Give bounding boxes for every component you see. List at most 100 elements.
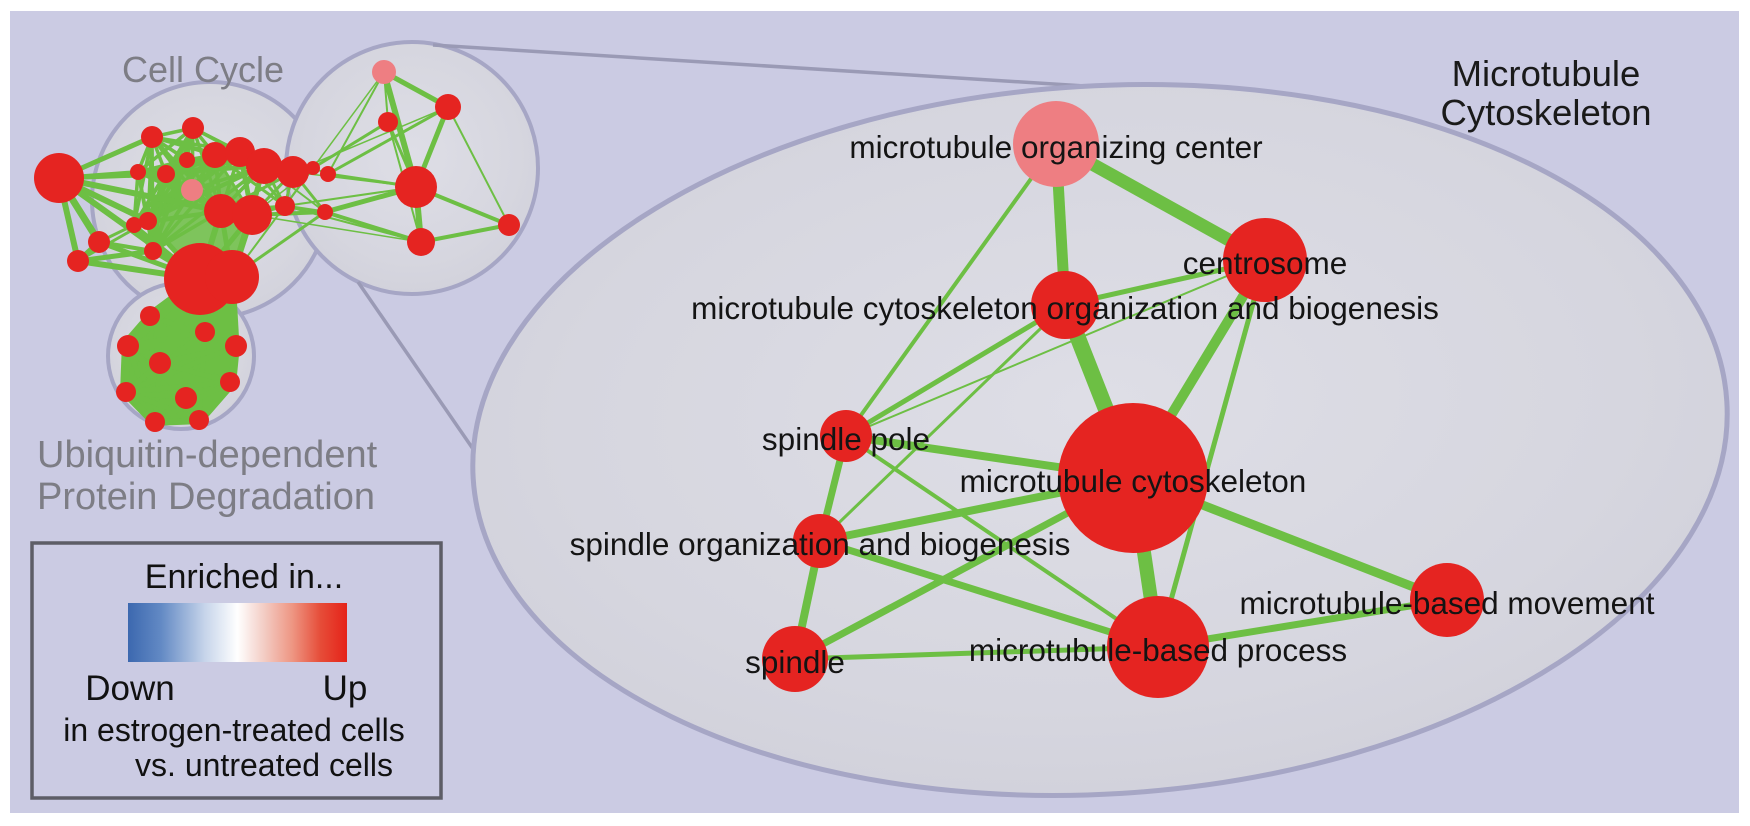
overview-node-32	[225, 335, 247, 357]
overview-node-23	[372, 60, 396, 84]
legend-title: Enriched in...	[145, 558, 343, 596]
detail-node-mco	[1031, 271, 1099, 339]
overview-node-12	[126, 217, 142, 233]
microtubule-cytoskeleton-title-line1: Microtubule	[1452, 53, 1641, 94]
overview-node-38	[189, 410, 209, 430]
overview-node-20	[306, 161, 320, 175]
legend-gradient-bar	[128, 603, 347, 662]
overview-node-26	[395, 166, 437, 208]
overview-edge	[292, 106, 449, 173]
detail-node-mc	[1058, 403, 1208, 553]
overview-edge	[159, 360, 231, 385]
detail-node-label-mc: microtubule cytoskeleton	[960, 463, 1307, 499]
overview-node-18	[88, 231, 110, 253]
detail-node-cen	[1223, 218, 1307, 302]
detail-edge-mco-sp	[844, 302, 1067, 439]
detail-node-label-mbp: microtubule-based process	[969, 632, 1347, 668]
legend-up-label: Up	[323, 669, 368, 708]
detail-node-mbp	[1107, 596, 1209, 698]
detail-node-label-cen: centrosome	[1183, 245, 1348, 281]
overview-node-8	[181, 179, 203, 201]
detail-node-sp	[820, 410, 872, 462]
overview-node-29	[140, 306, 160, 326]
legend-caption-line1: in estrogen-treated cells	[63, 712, 405, 748]
legend-box	[30, 541, 443, 800]
overview-edge	[447, 106, 510, 226]
overview-edge	[312, 120, 389, 170]
overview-node-28	[498, 214, 520, 236]
overview-edge	[125, 389, 200, 423]
detail-edge-cen-sp	[845, 259, 1266, 437]
overview-node-37	[145, 412, 165, 432]
overview-node-10	[130, 164, 146, 180]
detail-edge-cen-mbp	[1155, 259, 1268, 648]
detail-edge-mco-sob	[818, 303, 1067, 543]
overview-node-22	[317, 204, 333, 220]
ubiquitin-cluster-title-line1: Ubiquitin-dependent	[37, 434, 378, 476]
overview-node-14	[204, 194, 238, 228]
overview-edge	[251, 214, 422, 243]
overview-edge	[420, 223, 510, 244]
overview-node-19	[179, 152, 195, 168]
overview-edge	[284, 205, 422, 243]
overview-node-24	[435, 94, 461, 120]
microtubule-cytoskeleton-title-line2: Cytoskeleton	[1441, 92, 1652, 133]
overview-node-1	[67, 250, 89, 272]
overview-node-9	[157, 165, 175, 183]
detail-edge-spi-mbp	[794, 644, 1159, 662]
overview-node-34	[116, 382, 136, 402]
overview-node-0	[34, 153, 84, 203]
overview-node-13	[144, 242, 162, 260]
detail-node-labels: microtubule organizing center centrosome m…	[570, 129, 1655, 680]
ubiquitin-cluster-title-line2: Protein Degradation	[37, 476, 375, 518]
detail-nodes	[762, 101, 1484, 698]
detail-node-spi	[762, 626, 828, 692]
overview-edge	[327, 71, 385, 175]
overview-node-27	[407, 228, 435, 256]
detail-edge-moc-sp	[844, 142, 1058, 438]
legend: Enriched in... Down Up in estrogen-treat…	[30, 541, 443, 800]
overview-node-35	[175, 387, 197, 409]
detail-node-sob	[793, 514, 847, 568]
detail-node-moc	[1013, 101, 1099, 187]
detail-node-label-sob: spindle organization and biogenesis	[570, 526, 1071, 562]
detail-node-label-sp: spindle pole	[762, 421, 930, 457]
overview-node-39	[275, 196, 295, 216]
overview-node-2	[141, 126, 163, 148]
overview-edge	[148, 314, 232, 384]
detail-edge-sob-mbp	[818, 537, 1160, 651]
detail-node-label-mco: microtubule cytoskeleton organization an…	[691, 290, 1439, 326]
callout-line-1	[432, 43, 1086, 88]
overview-edge	[77, 248, 154, 264]
overview-edge	[136, 126, 195, 174]
detail-node-label-mbm: microtubule-based movement	[1240, 585, 1655, 621]
detail-node-label-spi: spindle	[745, 644, 845, 680]
overview-edge	[125, 379, 231, 395]
overview-node-4	[202, 142, 228, 168]
overview-node-3	[182, 117, 204, 139]
overview-node-33	[149, 352, 171, 374]
overview-nodes	[34, 60, 520, 432]
overview-node-36	[220, 372, 240, 392]
legend-caption-line2: vs. untreated cells	[135, 747, 393, 783]
detail-node-label-moc: microtubule organizing center	[849, 129, 1262, 165]
detail-node-mbm	[1410, 563, 1484, 637]
overview-edge	[312, 71, 385, 169]
cell-cycle-cluster-title: Cell Cycle	[122, 49, 284, 90]
detail-edge-sp-mbp	[844, 434, 1160, 649]
overview-edge	[284, 186, 417, 207]
overview-node-31	[195, 322, 215, 342]
overview-node-7	[277, 156, 309, 188]
overview-node-17	[205, 250, 259, 304]
callout-line-2	[356, 281, 484, 463]
overview-node-15	[232, 195, 272, 235]
overview-node-11	[139, 212, 157, 230]
overview-edge	[58, 175, 222, 214]
magnifier-callout-lines	[356, 43, 1086, 463]
overview-edge	[132, 136, 154, 226]
overview-edge	[327, 105, 449, 176]
overview-node-21	[320, 166, 336, 182]
overview-node-25	[378, 112, 398, 132]
legend-down-label: Down	[85, 669, 174, 708]
